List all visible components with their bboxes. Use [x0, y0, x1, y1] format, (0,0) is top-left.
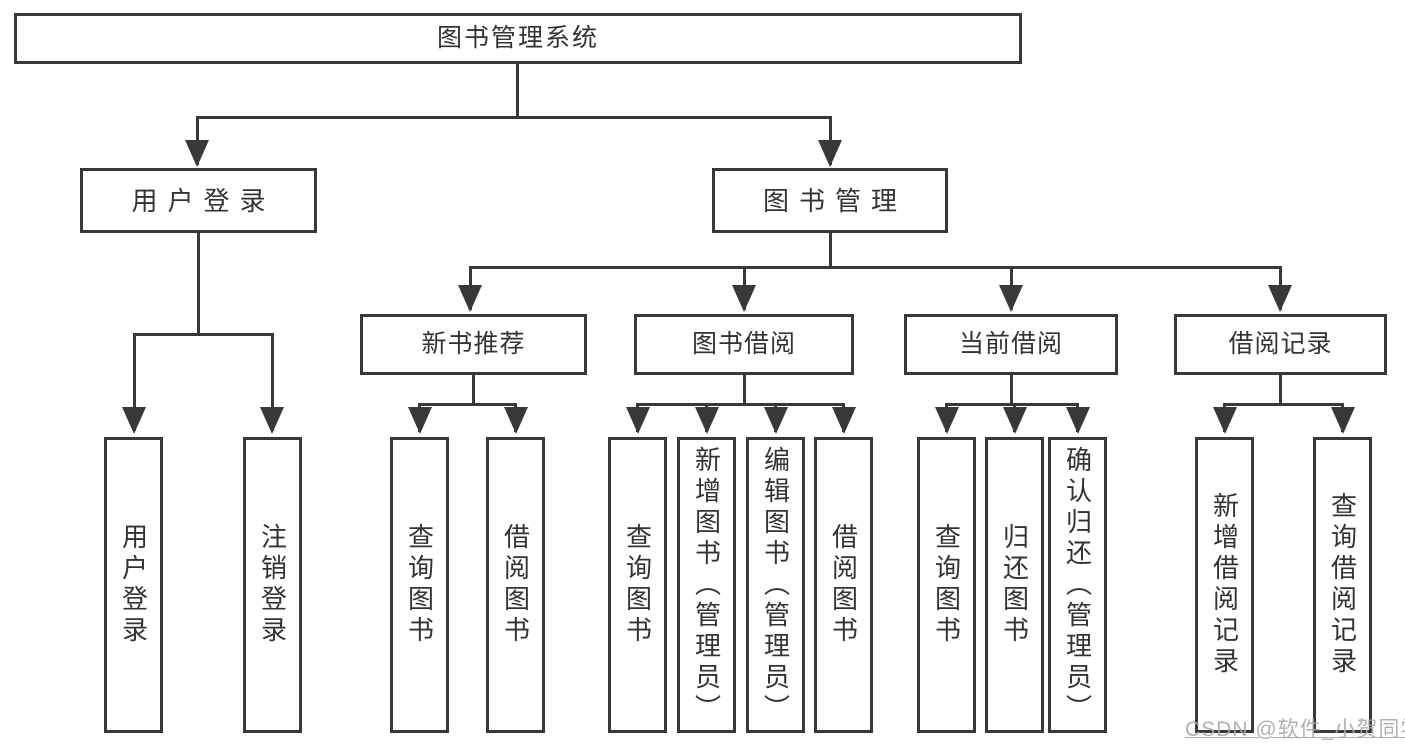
node-borrow-records: 借阅记录 [1174, 314, 1387, 375]
arrowhead [1330, 407, 1355, 434]
leaf-user-login: 用户登录 [104, 437, 163, 733]
node-label: 查询借阅记录 [1327, 492, 1358, 678]
connector-line [828, 231, 832, 268]
leaf-cb-query-books: 查询图书 [917, 437, 976, 733]
leaf-nb-borrow-books: 借阅图书 [486, 437, 545, 733]
leaf-bb-edit-books-admin: 编辑图书（管理员） [746, 437, 805, 733]
arrowhead [1065, 407, 1090, 434]
arrowhead [458, 285, 482, 312]
connector-line [945, 403, 1079, 406]
watermark: CSDN @软件_小贺同学 [1185, 718, 1405, 741]
connector-line [132, 333, 136, 431]
leaf-br-add-record: 新增借阅记录 [1195, 437, 1254, 733]
node-label: 借阅图书 [828, 523, 859, 647]
node-label: 查询图书 [404, 523, 435, 647]
node-label: 用户登录 [118, 523, 149, 647]
arrowhead [818, 140, 842, 167]
leaf-logout-login: 注销登录 [243, 437, 302, 733]
connector-line [1278, 373, 1282, 405]
node-label: 图书管理 [762, 185, 907, 216]
node-user-login: 用户登录 [80, 168, 317, 233]
arrowhead [831, 407, 856, 434]
arrowhead [185, 140, 209, 167]
connector-line [195, 116, 832, 119]
node-label: 归还图书 [999, 523, 1030, 647]
connector-line [1009, 373, 1013, 405]
connector-line [636, 403, 845, 406]
arrowhead [999, 285, 1023, 312]
node-label: 新增图书（管理员） [691, 445, 722, 725]
connector-line [270, 333, 274, 431]
node-root: 图书管理系统 [14, 13, 1022, 64]
leaf-br-query-record: 查询借阅记录 [1313, 437, 1372, 733]
arrowhead [934, 407, 959, 434]
node-book-management: 图书管理 [712, 168, 948, 233]
node-label: 图书借阅 [691, 330, 796, 358]
node-label: 编辑图书（管理员） [760, 445, 791, 725]
arrowhead [260, 407, 284, 434]
arrowhead [1002, 407, 1027, 434]
arrowhead [625, 407, 650, 434]
leaf-cb-confirm-return-admin: 确认归还（管理员） [1048, 437, 1107, 733]
leaf-cb-return-books: 归还图书 [985, 437, 1044, 733]
node-label: 确认归还（管理员） [1062, 445, 1093, 725]
connector-line [742, 373, 746, 405]
arrowhead [694, 407, 719, 434]
node-book-borrow: 图书借阅 [634, 314, 854, 375]
connector-line [418, 403, 517, 406]
node-label: 注销登录 [257, 523, 288, 647]
node-label: 查询图书 [622, 523, 653, 647]
arrowhead [122, 407, 146, 434]
node-new-book-recommend: 新书推荐 [360, 314, 587, 375]
leaf-bb-add-books-admin: 新增图书（管理员） [677, 437, 736, 733]
leaf-bb-query-books: 查询图书 [608, 437, 667, 733]
node-label: 当前借阅 [958, 330, 1063, 358]
node-label: 用户登录 [131, 185, 276, 216]
node-label: 借阅图书 [500, 523, 531, 647]
connector-line [196, 231, 200, 335]
connector-line [468, 266, 1282, 269]
arrowhead [763, 407, 788, 434]
arrowhead [1212, 407, 1237, 434]
leaf-bb-borrow-books: 借阅图书 [814, 437, 873, 733]
connector-line [515, 64, 519, 118]
arrowhead [732, 285, 756, 312]
node-label: 新书推荐 [421, 330, 526, 358]
connector-line [132, 333, 274, 336]
arrowhead [1268, 285, 1292, 312]
node-label: 借阅记录 [1228, 330, 1333, 358]
node-label: 新增借阅记录 [1209, 492, 1240, 678]
arrowhead [407, 407, 432, 434]
node-label: 图书管理系统 [436, 24, 599, 52]
connector-line [1223, 403, 1344, 406]
node-current-borrow: 当前借阅 [904, 314, 1118, 375]
leaf-nb-query-books: 查询图书 [390, 437, 449, 733]
arrowhead [503, 407, 528, 434]
connector-line [471, 373, 475, 405]
node-label: 查询图书 [931, 523, 962, 647]
